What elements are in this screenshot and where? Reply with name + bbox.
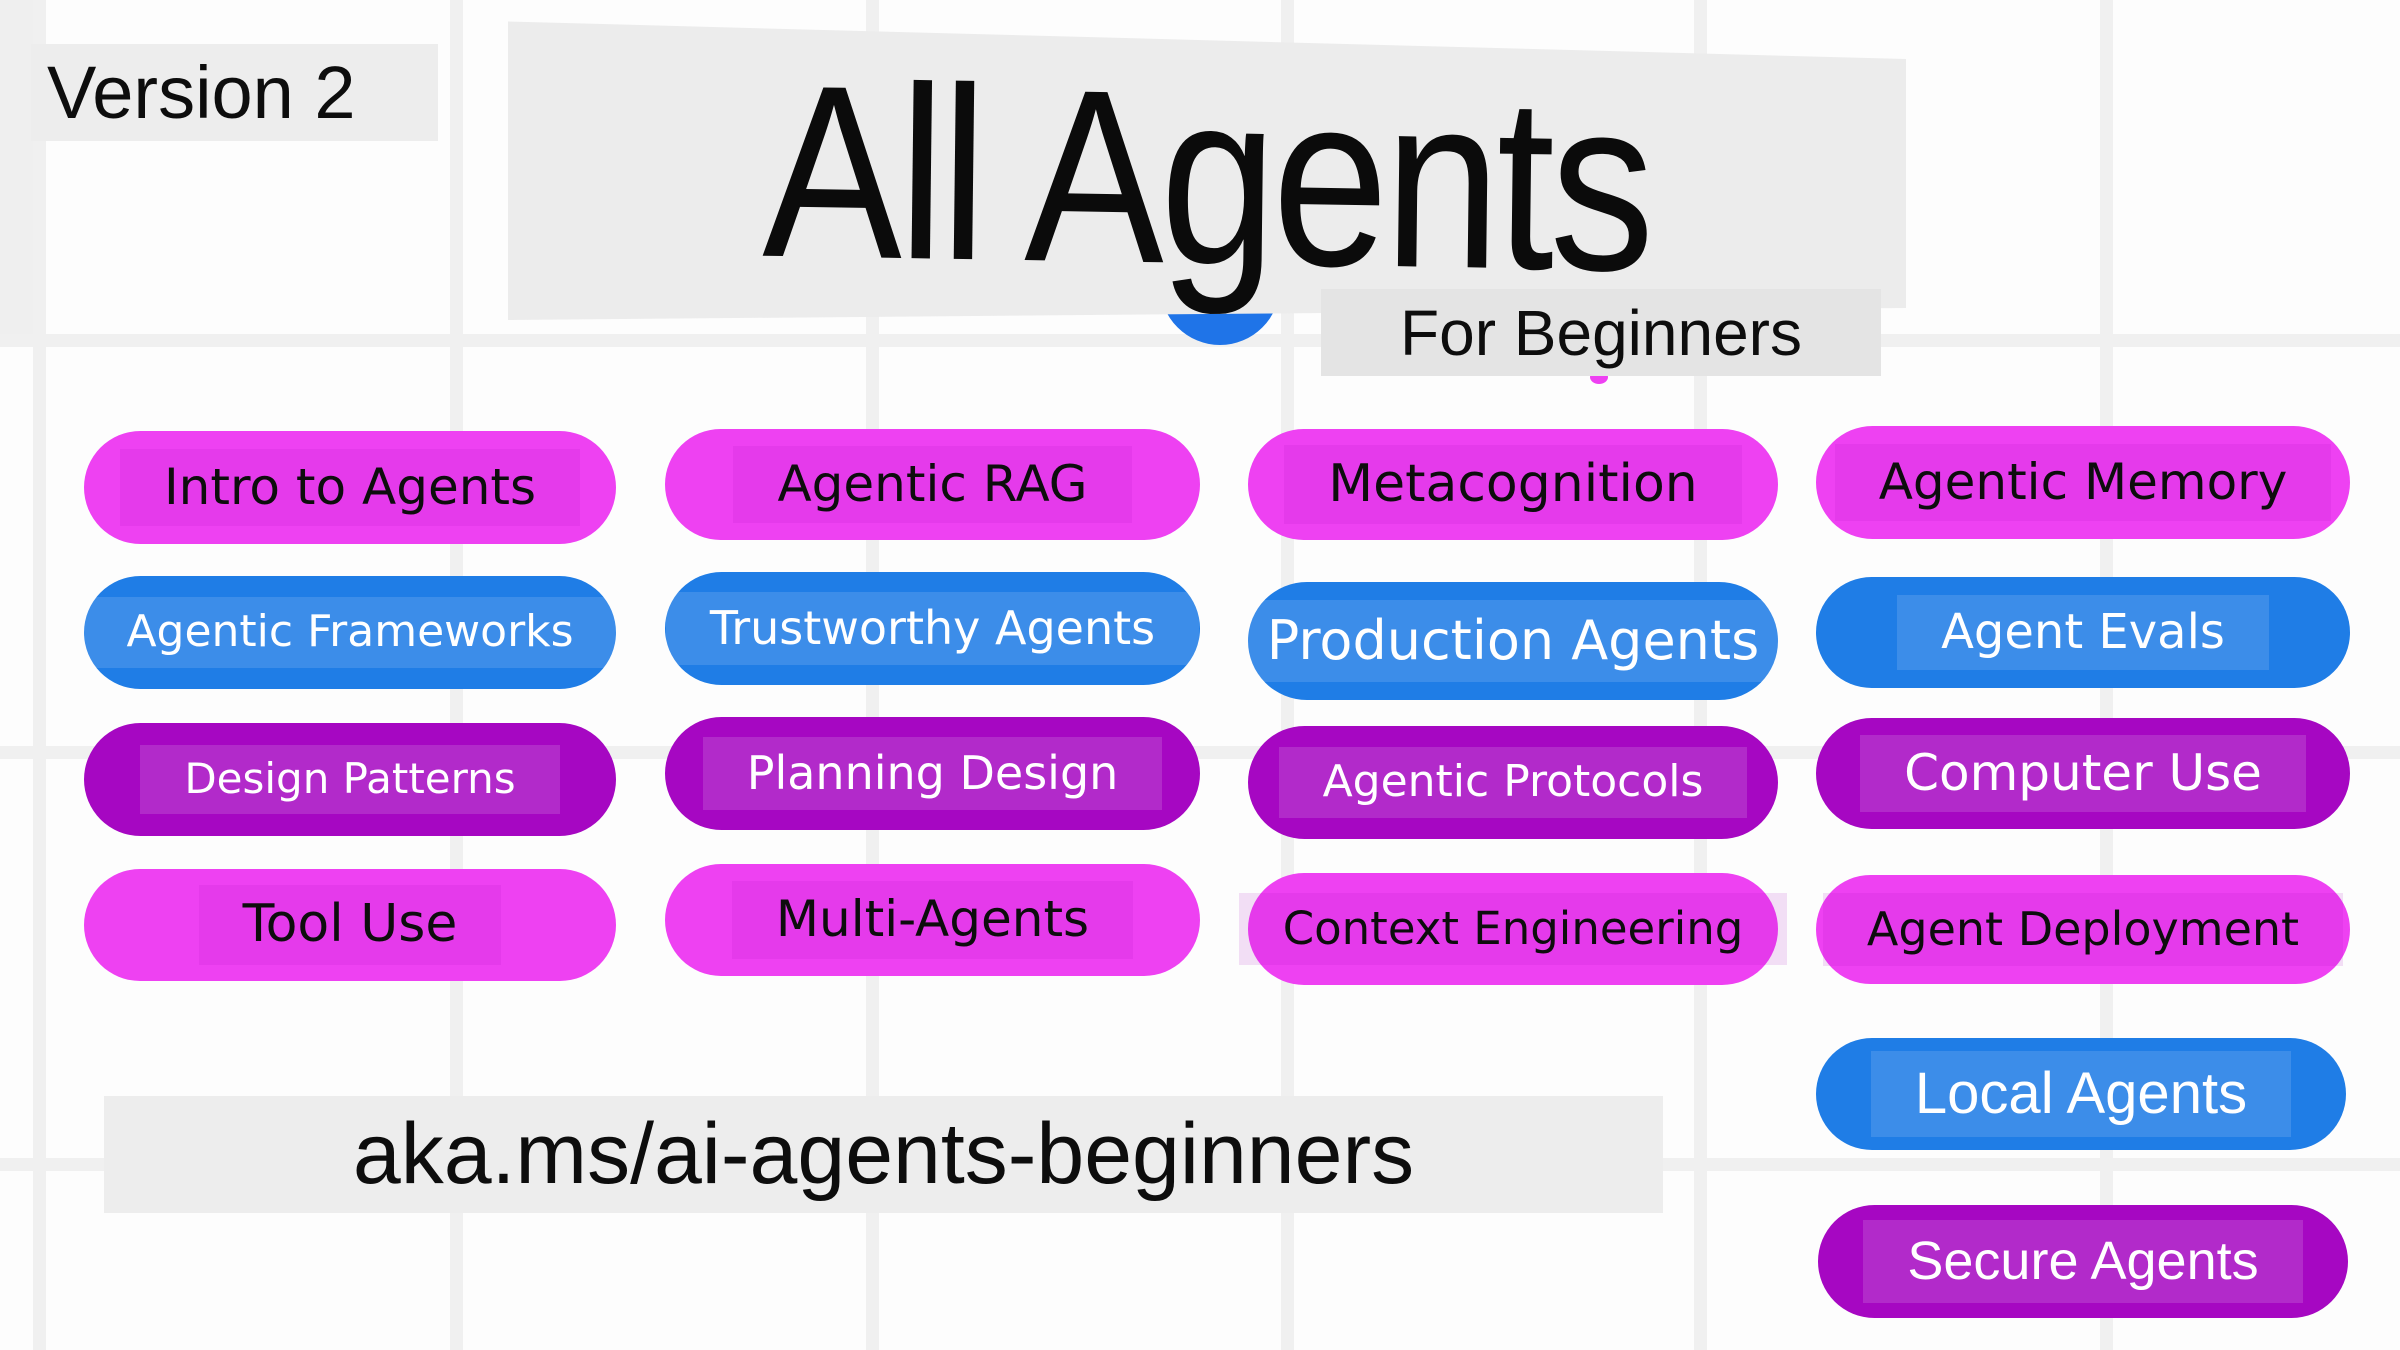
pill-label: Planning Design (702, 737, 1163, 810)
pill-label: Metacognition (1284, 444, 1742, 525)
pill-label: Agentic Frameworks (82, 597, 618, 668)
pill-label: Secure Agents (1863, 1220, 2303, 1303)
pill-agent-deployment[interactable]: Agent Deployment (1816, 875, 2350, 984)
pill-label: Tool Use (198, 885, 502, 965)
corner-shade (0, 0, 33, 334)
pill-agentic-frameworks[interactable]: Agentic Frameworks (82, 576, 618, 689)
pill-label: Multi-Agents (731, 881, 1134, 959)
pill-label: Design Patterns (140, 745, 560, 814)
course-url-text: aka.ms/ai-agents-beginners (352, 1106, 1415, 1202)
pill-trustworthy-agents[interactable]: Trustworthy Agents (665, 572, 1200, 685)
pill-label: Agentic Memory (1834, 443, 2332, 522)
page-title: All Agents (761, 33, 1653, 323)
pill-label: Context Engineering (1238, 893, 1788, 965)
pill-agentic-rag[interactable]: Agentic RAG (665, 429, 1200, 540)
pill-multi-agents[interactable]: Multi-Agents (665, 864, 1200, 976)
pill-label: Intro to Agents (119, 448, 581, 527)
pill-production-agents[interactable]: Production Agents (1222, 582, 1804, 700)
pill-agentic-protocols[interactable]: Agentic Protocols (1248, 726, 1778, 839)
pill-agentic-memory[interactable]: Agentic Memory (1816, 426, 2350, 539)
pill-secure-agents[interactable]: Secure Agents (1818, 1205, 2348, 1318)
subtitle-banner: For Beginners (1321, 289, 1881, 376)
pill-metacognition[interactable]: Metacognition (1248, 429, 1778, 540)
pill-label: Agent Deployment (1822, 893, 2344, 966)
pill-label: Production Agents (1222, 599, 1804, 683)
pill-label: Agent Evals (1897, 594, 2269, 671)
page-subtitle: For Beginners (1400, 296, 1802, 369)
pill-design-patterns[interactable]: Design Patterns (84, 723, 616, 836)
pill-agent-evals[interactable]: Agent Evals (1816, 577, 2350, 688)
course-url-banner[interactable]: aka.ms/ai-agents-beginners (104, 1096, 1663, 1213)
pill-local-agents[interactable]: Local Agents (1816, 1038, 2346, 1150)
pill-label: Local Agents (1870, 1050, 2292, 1138)
pill-intro-to-agents[interactable]: Intro to Agents (84, 431, 616, 544)
title-banner: All Agents (508, 21, 1906, 320)
pill-label: Agentic RAG (733, 445, 1132, 524)
pill-label: Computer Use (1860, 734, 2306, 813)
pill-label: Agentic Protocols (1278, 747, 1748, 818)
version-badge: Version 2 (31, 44, 438, 141)
pill-planning-design[interactable]: Planning Design (665, 717, 1200, 830)
version-label: Version 2 (47, 51, 356, 134)
pill-context-engineering[interactable]: Context Engineering (1238, 873, 1788, 985)
grid-line-vertical (33, 0, 46, 1350)
pill-label: Trustworthy Agents (665, 592, 1200, 665)
pill-tool-use[interactable]: Tool Use (84, 869, 616, 981)
pill-computer-use[interactable]: Computer Use (1816, 718, 2350, 829)
